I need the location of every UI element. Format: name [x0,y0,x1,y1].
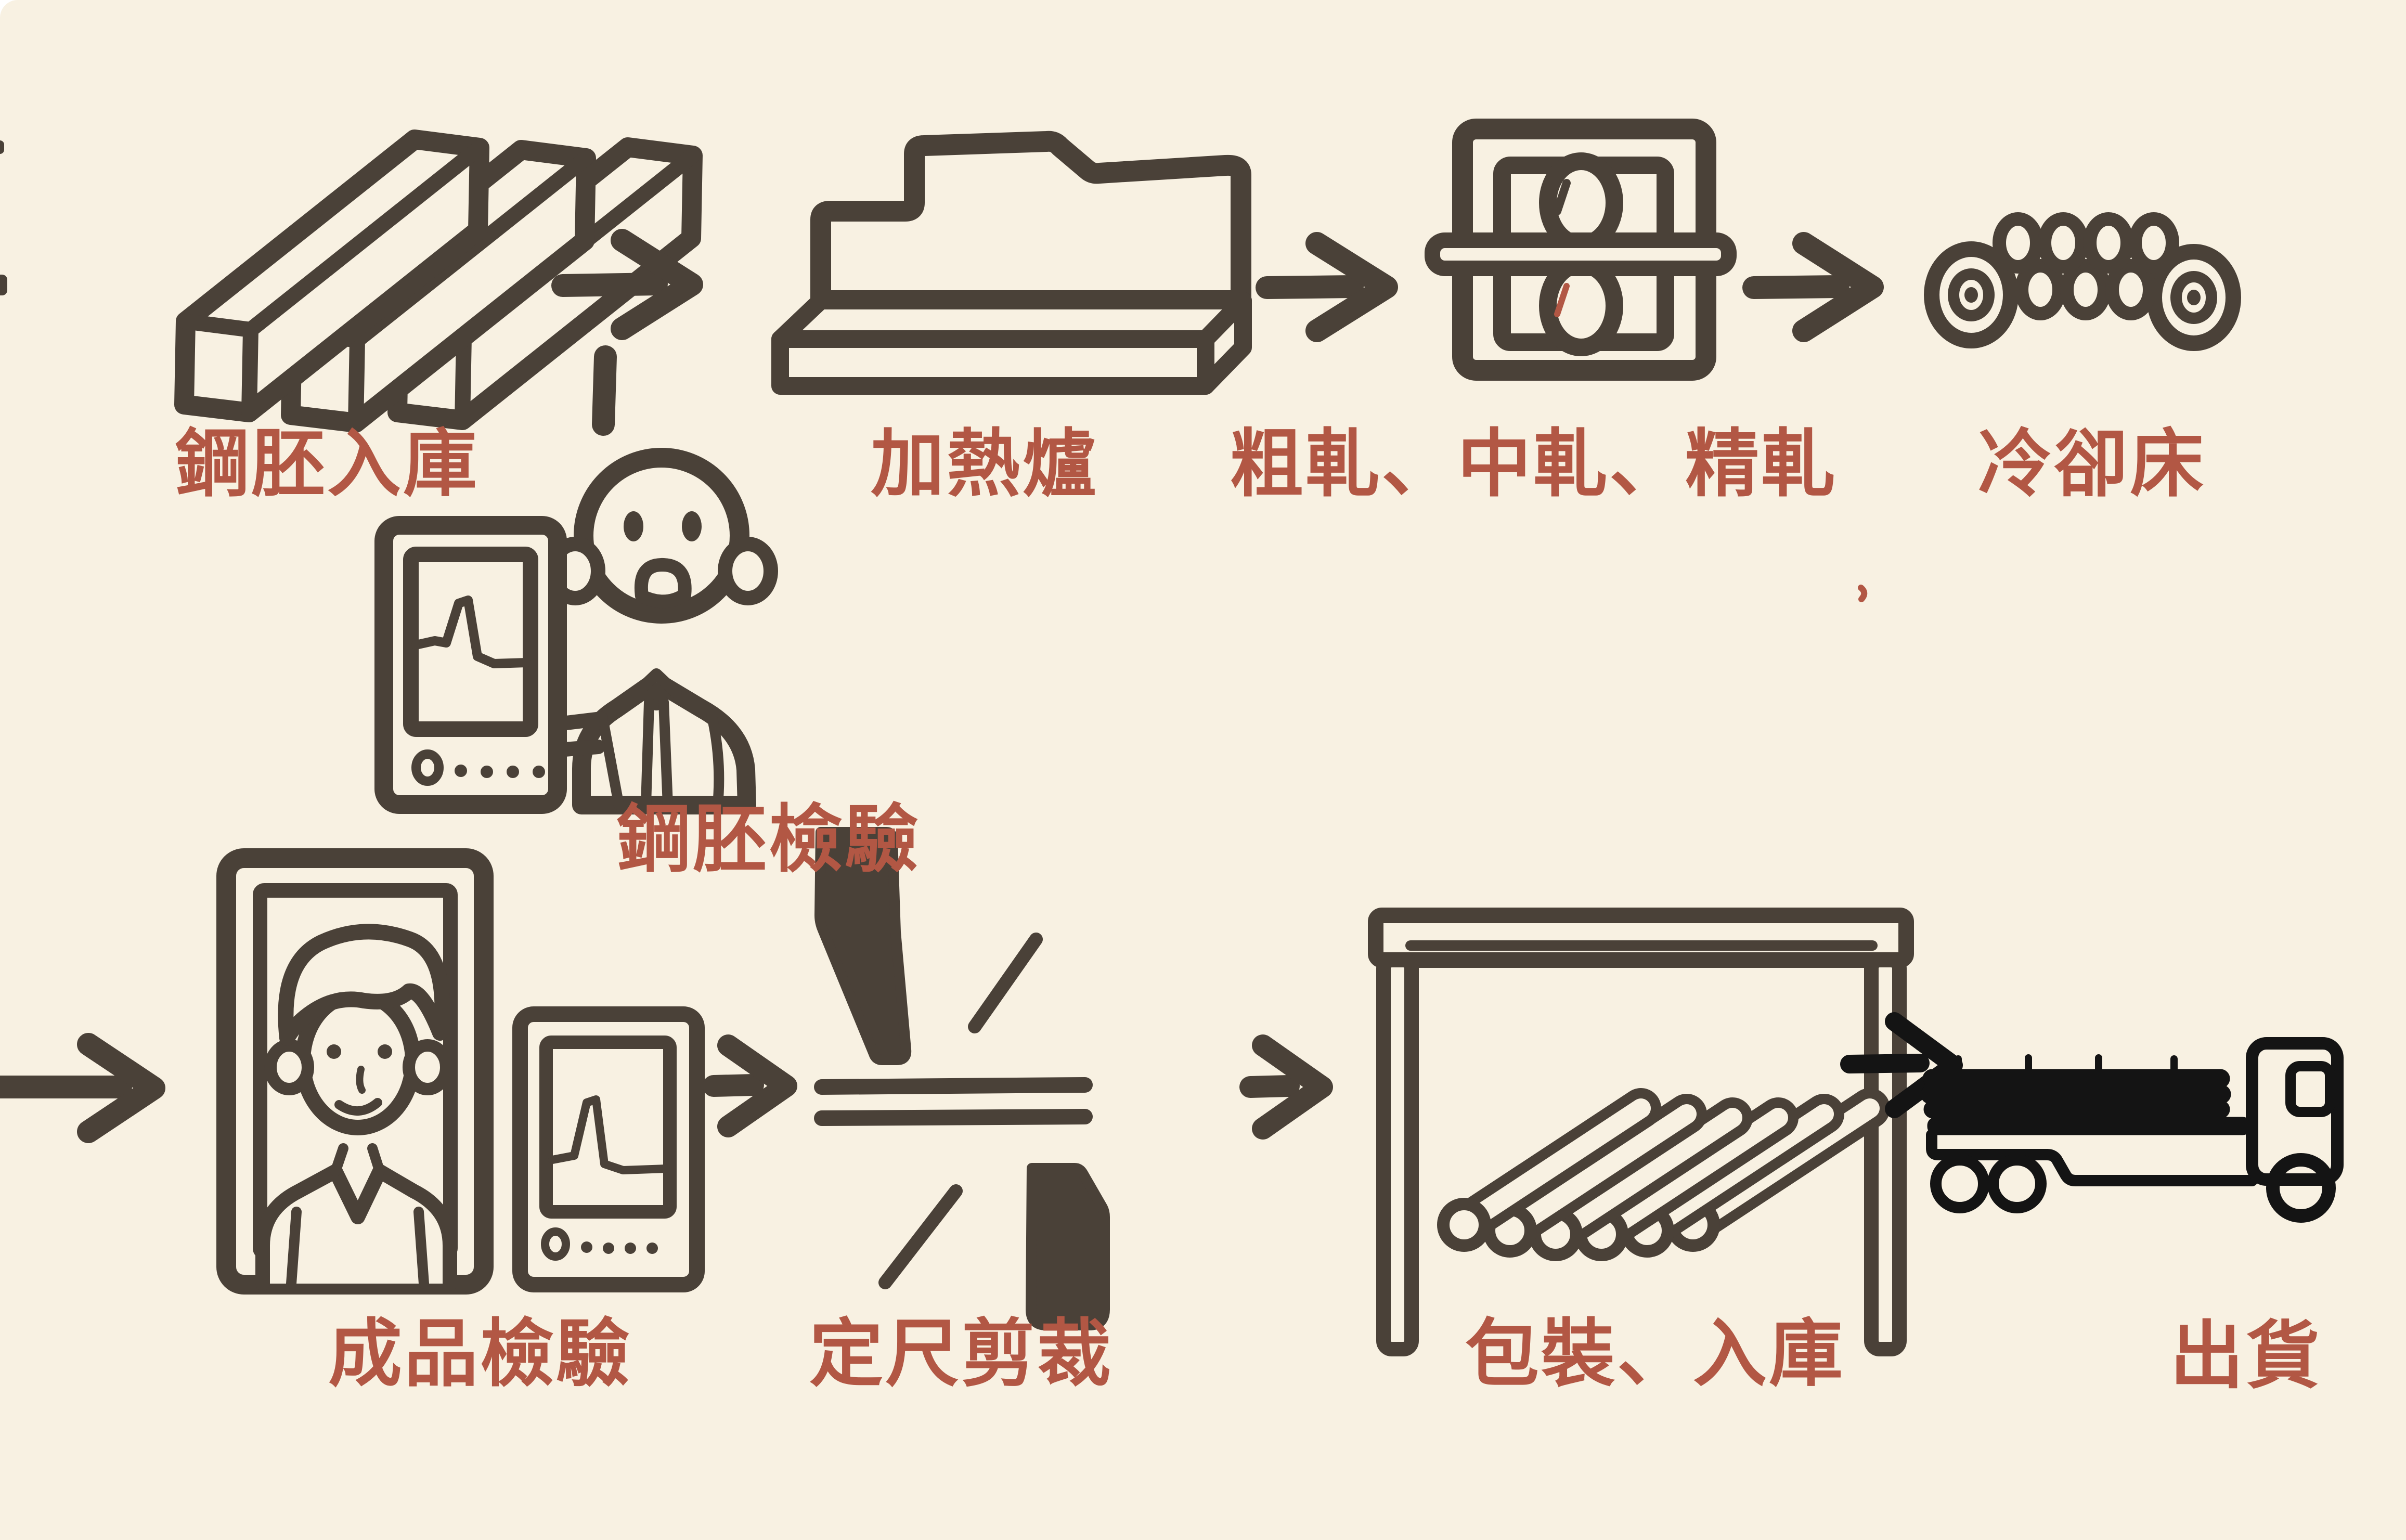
cooling-bed-icon [1924,212,2241,351]
step-label-product-inspection: 成品檢驗 [328,1313,632,1395]
step-label-rolling-mills: 粗軋、中軋、精軋 [1230,423,1837,506]
cut-to-length-icon [814,827,1110,1330]
flow-arrow [703,1034,797,1137]
heating-furnace-icon [771,131,1252,395]
stray-accent-mark [1858,585,1868,602]
billet-inspection-icon [374,448,778,814]
flow-arrow [1256,232,1398,342]
bar-bundle [1437,1088,1890,1261]
step-label-heating-furnace: 加熱爐 [871,423,1098,506]
steel-billets-icon [174,130,703,433]
flow-arrow [551,229,703,340]
cropped-arrow-remnant [0,140,7,295]
step-label-billet-storage: 鋼胚入庫 [175,423,479,506]
step-label-cut-to-length: 定尺剪裁 [809,1313,1113,1395]
step-label-billet-inspection: 鋼胚檢驗 [617,798,921,881]
inspection-connector-line [592,345,617,436]
shipping-truck-icon [1920,1037,2344,1223]
step-label-cooling-bed: 冷卻床 [1978,423,2206,506]
flow-arrow [0,1033,165,1143]
packing-gantry-icon [1368,908,1914,1356]
flow-arrow [1742,232,1884,342]
step-label-shipping: 出貨 [2170,1315,2322,1397]
flow-arrow [1239,1034,1333,1140]
rolling-mill-icon [1425,119,1737,381]
product-inspection-icon [216,848,705,1295]
flow-arrow [1840,1012,1963,1118]
step-label-packing-warehouse: 包裝、入庫 [1465,1313,1845,1395]
